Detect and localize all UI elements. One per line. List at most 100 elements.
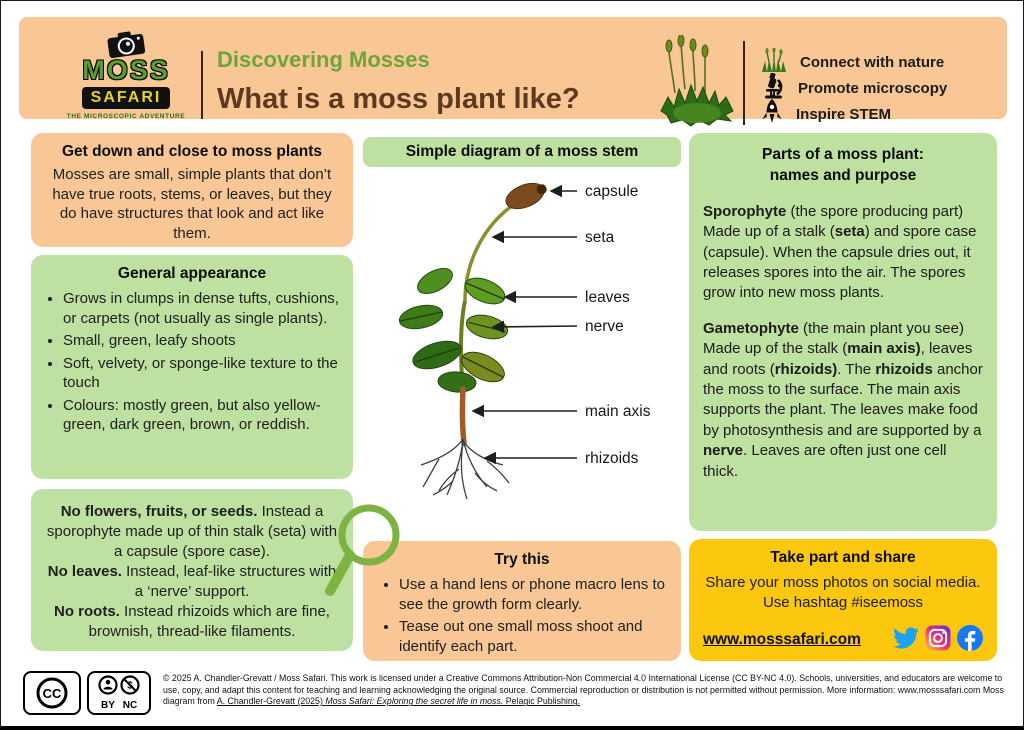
- general-appearance-box: General appearance Grows in clumps in de…: [31, 255, 353, 479]
- cc-badge-label: CC: [43, 686, 62, 701]
- twitter-icon[interactable]: [893, 625, 919, 656]
- bullet-item: Tease out one small moss shoot and ident…: [399, 617, 667, 656]
- main-axis-shape: [459, 386, 467, 446]
- text-segment: rhizoids: [875, 360, 933, 378]
- by-nc-badge: $ BY NC: [87, 671, 151, 715]
- try-this-box: Try this Use a hand lens or phone macro …: [363, 541, 681, 661]
- bullet-item: Small, green, leafy shoots: [63, 331, 343, 351]
- text-segment: ) and spore case (capsule). When the cap…: [703, 223, 977, 302]
- social-icons: [893, 624, 983, 656]
- website-link[interactable]: www.mosssafari.com: [703, 631, 861, 648]
- text-segment: No leaves.: [47, 562, 122, 580]
- moss-stem-diagram: capsule seta leaves nerve main axis rhiz…: [398, 182, 651, 500]
- magnifier-icon: [325, 504, 400, 596]
- capsule-shape: [505, 182, 547, 210]
- text-segment: No flowers, fruits, or seeds.: [60, 503, 258, 520]
- text-segment: , leaves and roots (: [703, 340, 973, 378]
- page-subtitle: Discovering Mosses: [217, 47, 430, 72]
- text-segment: main axis): [847, 340, 921, 358]
- label-capsule: capsule: [585, 183, 638, 200]
- share-title: Take part and share: [770, 549, 916, 566]
- text-segment: Pelagic Publishing.: [503, 696, 581, 707]
- by-badge-label: BY: [101, 700, 115, 711]
- moss-tuft-icon: [761, 46, 787, 77]
- label-seta: seta: [585, 229, 615, 246]
- text-segment: anchor the moss to the surface. The main…: [703, 360, 983, 439]
- moss-safari-logo: MOSS SAFARI THE MICROSCOPIC ADVENTURE: [61, 31, 191, 120]
- label-nerve: nerve: [585, 318, 624, 335]
- instagram-icon[interactable]: [925, 625, 951, 656]
- camera-icon: [61, 31, 191, 59]
- appearance-bullet-list: Grows in clumps in dense tufts, cushions…: [41, 289, 343, 435]
- microscope-icon: [761, 72, 785, 104]
- mission-item-stem: Inspire STEM: [761, 98, 947, 130]
- moss-clump-illustration: [655, 34, 739, 136]
- gametophyte-paragraph: Gametophyte (the main plant you see) Mad…: [703, 319, 983, 482]
- page-title: What is a moss plant like?: [217, 83, 580, 115]
- license-text: © 2025 A. Chandler-Grevatt / Moss Safari…: [163, 671, 1005, 708]
- share-body: Share your moss photos on social media. …: [705, 574, 981, 612]
- nc-badge-label: NC: [123, 700, 137, 711]
- text-segment: A. Chandler-Grevatt (2025): [216, 696, 326, 707]
- mission-list: Connect with nature: [761, 46, 948, 130]
- logo-text-moss: MOSS: [82, 55, 170, 85]
- mission-label: Promote microscopy: [798, 79, 948, 97]
- text-segment: nerve: [703, 442, 744, 460]
- mission-label: Connect with nature: [800, 53, 945, 71]
- text-segment: Moss Safari: Exploring the secret life i…: [325, 696, 504, 707]
- text-segment: Sporophyte: [703, 202, 787, 220]
- parts-title-line1: Parts of a moss plant:: [762, 146, 924, 163]
- label-main-axis: main axis: [585, 403, 651, 420]
- label-rhizoids: rhizoids: [585, 450, 639, 467]
- text-segment: Instead rhizoids which are fine, brownis…: [88, 602, 330, 640]
- try-this-title: Try this: [494, 551, 550, 568]
- text-segment: Instead, leaf-like structures with a ‘ne…: [121, 562, 337, 600]
- instead-line: No flowers, fruits, or seeds. Instead a …: [45, 502, 339, 562]
- intro-box: Get down and close to moss plants Mosses…: [31, 133, 353, 247]
- take-part-box: Take part and share Share your moss phot…: [689, 539, 997, 661]
- header-banner: MOSS SAFARI THE MICROSCOPIC ADVENTURE Di…: [19, 17, 1007, 127]
- intro-title: Get down and close to moss plants: [61, 143, 323, 160]
- text-segment: (the spore producing part) Made up of a …: [703, 202, 964, 241]
- text-segment: (the main plant you see) Made up of the …: [703, 319, 964, 358]
- logo-tagline: THE MICROSCOPIC ADVENTURE: [66, 113, 186, 120]
- text-segment: Gametophyte: [703, 319, 799, 337]
- bullet-item: Use a hand lens or phone macro lens to s…: [399, 575, 667, 614]
- text-segment: Instead a sporophyte made up of thin sta…: [46, 503, 338, 560]
- parts-box: Parts of a moss plant: names and purpose…: [689, 133, 997, 531]
- appearance-title: General appearance: [117, 265, 267, 282]
- intro-body: Mosses are small, simple plants that don…: [52, 166, 332, 242]
- logo-text-safari: SAFARI: [81, 87, 171, 109]
- rhizoids-shape: [420, 438, 510, 500]
- instead-line: No leaves. Instead, leaf-like structures…: [45, 562, 339, 602]
- text-segment: © 2025 A. Chandler-Grevatt / Moss Safari…: [163, 673, 1004, 707]
- no-flowers-box: No flowers, fruits, or seeds. Instead a …: [31, 489, 353, 651]
- cc-license-badges: CC $ BY NC: [23, 671, 151, 715]
- header-divider-left: [201, 51, 203, 119]
- header-divider-right: [743, 41, 745, 125]
- footer: CC $ BY NC © 2025 A. Chandler-Grevatt / …: [23, 671, 1005, 715]
- try-this-bullet-list: Use a hand lens or phone macro lens to s…: [377, 575, 667, 656]
- mission-item-microscopy: Promote microscopy: [761, 72, 948, 104]
- text-segment: rhizoids): [774, 360, 838, 378]
- bullet-item: Soft, velvety, or sponge-like texture to…: [63, 354, 343, 393]
- text-segment: . The: [837, 360, 876, 378]
- text-segment: seta: [834, 223, 865, 241]
- sporophyte-paragraph: Sporophyte (the spore producing part) Ma…: [703, 202, 983, 304]
- diagram-title-bar: Simple diagram of a moss stem: [363, 137, 681, 167]
- bullet-item: Grows in clumps in dense tufts, cushions…: [63, 289, 343, 328]
- rocket-icon: [761, 98, 783, 130]
- label-leaves: leaves: [585, 289, 630, 306]
- mission-label: Inspire STEM: [796, 105, 892, 123]
- diagram-title: Simple diagram of a moss stem: [405, 143, 639, 160]
- title-block: Discovering Mosses What is a moss plant …: [217, 47, 580, 116]
- mission-item-nature: Connect with nature: [761, 46, 947, 77]
- parts-title-line2: names and purpose: [769, 166, 917, 184]
- instead-line: No roots. Instead rhizoids which are fin…: [45, 602, 339, 642]
- text-segment: . Leaves are often just one cell thick.: [703, 442, 947, 480]
- bullet-item: Colours: mostly green, but also yellow-g…: [63, 396, 343, 435]
- facebook-icon[interactable]: [957, 624, 983, 656]
- cc-badge: CC: [23, 671, 81, 715]
- text-segment: No roots.: [54, 602, 120, 620]
